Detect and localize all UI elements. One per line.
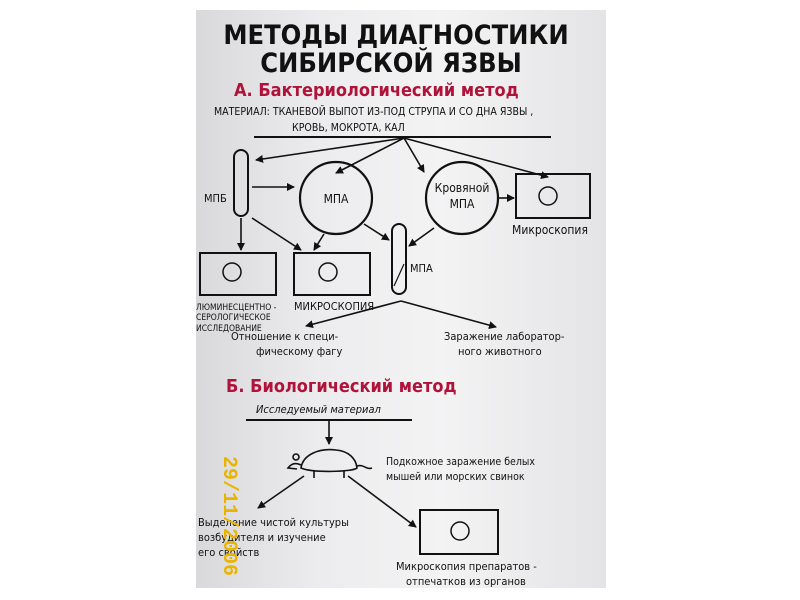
blood-mpa-label-line1: Кровяной — [435, 181, 490, 195]
section-b-material: Исследуемый материал — [256, 403, 382, 416]
microscopy-frame-left-specimen — [222, 262, 242, 282]
poster-title-line2: СИБИРСКОЙ ЯЗВЫ — [260, 47, 522, 79]
tube-mpb-label: МПБ — [204, 192, 227, 205]
lower-arrows — [237, 217, 435, 251]
microscopy-frame-smear-specimen — [450, 521, 470, 541]
injection-line2: мышей или морских свинок — [386, 471, 525, 483]
lumi-line1: ЛЮМИНЕСЦЕНТНО - — [196, 303, 277, 313]
microscopy-frame-right — [515, 173, 591, 219]
culture-line1: Выделение чистой культуры — [198, 516, 349, 529]
microscopy-arrows — [305, 300, 497, 330]
microscopy-frame-left — [199, 252, 277, 296]
poster-title-line1: МЕТОДЫ ДИАГНОСТИКИ — [223, 20, 568, 51]
lumi-line3: ИССЛЕДОВАНИЕ — [196, 324, 262, 334]
lab-line1: Заражение лаборатор- — [444, 330, 565, 343]
microscopy-label-center: МИКРОСКОПИЯ — [294, 300, 374, 313]
date-stamp: 29/11/2006 — [217, 456, 240, 576]
section-b-heading: Б. Биологический метод — [226, 376, 457, 397]
poster-background — [196, 10, 606, 588]
section-a-heading: А. Бактериологический метод — [234, 80, 519, 101]
material-line1: МАТЕРИАЛ: ТКАНЕВОЙ ВЫПОТ ИЗ-ПОД СТРУПА И… — [214, 105, 533, 118]
test-tube-mpa — [391, 223, 407, 295]
smear-line1: Микроскопия препаратов - — [396, 560, 537, 573]
phage-line2: фическому фагу — [256, 345, 342, 358]
microscopy-frame-smear — [419, 509, 499, 555]
mouse-arrows — [257, 475, 417, 528]
culture-line3: его свойств — [198, 546, 259, 559]
material-line2: КРОВЬ, МОКРОТА, КАЛ — [292, 122, 405, 134]
petri-dish-mpa — [298, 160, 374, 236]
test-tube-mpb — [233, 149, 249, 217]
test-tube-mpa-slant — [393, 263, 405, 287]
microscopy-frame-right-specimen — [538, 186, 558, 206]
mouse-illustration — [286, 448, 373, 478]
petri-dish-blood-mpa — [424, 160, 500, 236]
microscopy-frame-center — [293, 252, 371, 296]
microscopy-label-right: Микроскопия — [512, 223, 588, 237]
petri-dish-mpa-label: МПА — [324, 192, 349, 206]
tube-mpa-label: МПА — [410, 262, 433, 275]
diagnostics-poster: МЕТОДЫ ДИАГНОСТИКИ СИБИРСКОЙ ЯЗВЫ А. Бак… — [196, 20, 591, 588]
lab-line2: ного животного — [458, 345, 542, 358]
blood-mpa-label-line2: МПА — [450, 197, 475, 211]
lumi-line2: СЕРОЛОГИЧЕСКОЕ — [196, 313, 271, 323]
culture-line2: возбудителя и изучение — [198, 531, 326, 544]
material-arrows — [255, 137, 549, 180]
smear-line2: отпечатков из органов — [406, 575, 526, 588]
injection-line1: Подкожное заражение белых — [386, 456, 535, 468]
microscopy-frame-center-specimen — [318, 262, 338, 282]
phage-line1: Отношение к специ- — [231, 330, 339, 343]
